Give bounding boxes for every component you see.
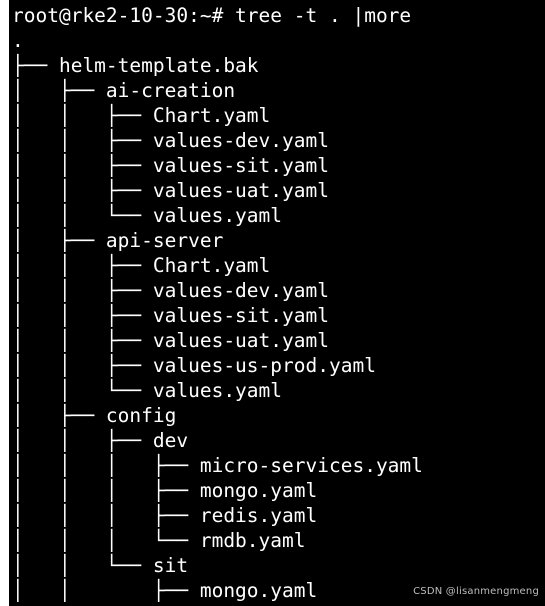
tree-output-line: │ │ ├── values-us-prod.yaml bbox=[12, 354, 376, 377]
tree-output-line: │ ├── config bbox=[12, 404, 177, 427]
tree-output-line: │ ├── api-server bbox=[12, 229, 224, 252]
tree-output-line: . bbox=[12, 29, 24, 52]
tree-output-line: │ │ ├── values-sit.yaml bbox=[12, 154, 329, 177]
tree-output-line: │ │ ├── Chart.yaml bbox=[12, 104, 271, 127]
tree-output-line: │ │ │ ├── mongo.yaml bbox=[12, 479, 318, 502]
tree-output-line: │ │ │ ├── redis.yaml bbox=[12, 504, 318, 527]
tree-output-line: ├── helm-template.bak bbox=[12, 54, 259, 77]
watermark: CSDN @lisanmengmeng bbox=[413, 586, 539, 597]
tree-output-line: │ │ ├── values-dev.yaml bbox=[12, 279, 329, 302]
tree-output-line: │ │ ├── values-uat.yaml bbox=[12, 329, 329, 352]
tree-output-line: │ │ ├── values-dev.yaml bbox=[12, 129, 329, 152]
terminal-output: root@rke2-10-30:~# tree -t . |more.├── h… bbox=[12, 3, 545, 603]
tree-output-line: │ │ └── values.yaml bbox=[12, 379, 283, 402]
tree-output-line: │ │ ├── Chart.yaml bbox=[12, 254, 271, 277]
tree-output-line: │ │ ├── mongo.yaml bbox=[12, 579, 318, 602]
tree-output-line: │ │ ├── values-uat.yaml bbox=[12, 179, 329, 202]
tree-output-line: │ │ └── values.yaml bbox=[12, 204, 283, 227]
tree-output-line: │ │ │ ├── micro-services.yaml bbox=[12, 454, 423, 477]
command-prompt-line: root@rke2-10-30:~# tree -t . |more bbox=[12, 4, 412, 27]
tree-output-line: │ │ ├── dev bbox=[12, 429, 189, 452]
scrollbar[interactable] bbox=[0, 0, 9, 606]
tree-output-line: │ │ └── sit bbox=[12, 554, 189, 577]
tree-output-line: │ ├── ai-creation bbox=[12, 79, 236, 102]
tree-output-line: │ │ │ └── rmdb.yaml bbox=[12, 529, 306, 552]
tree-output-line: │ │ ├── values-sit.yaml bbox=[12, 304, 329, 327]
